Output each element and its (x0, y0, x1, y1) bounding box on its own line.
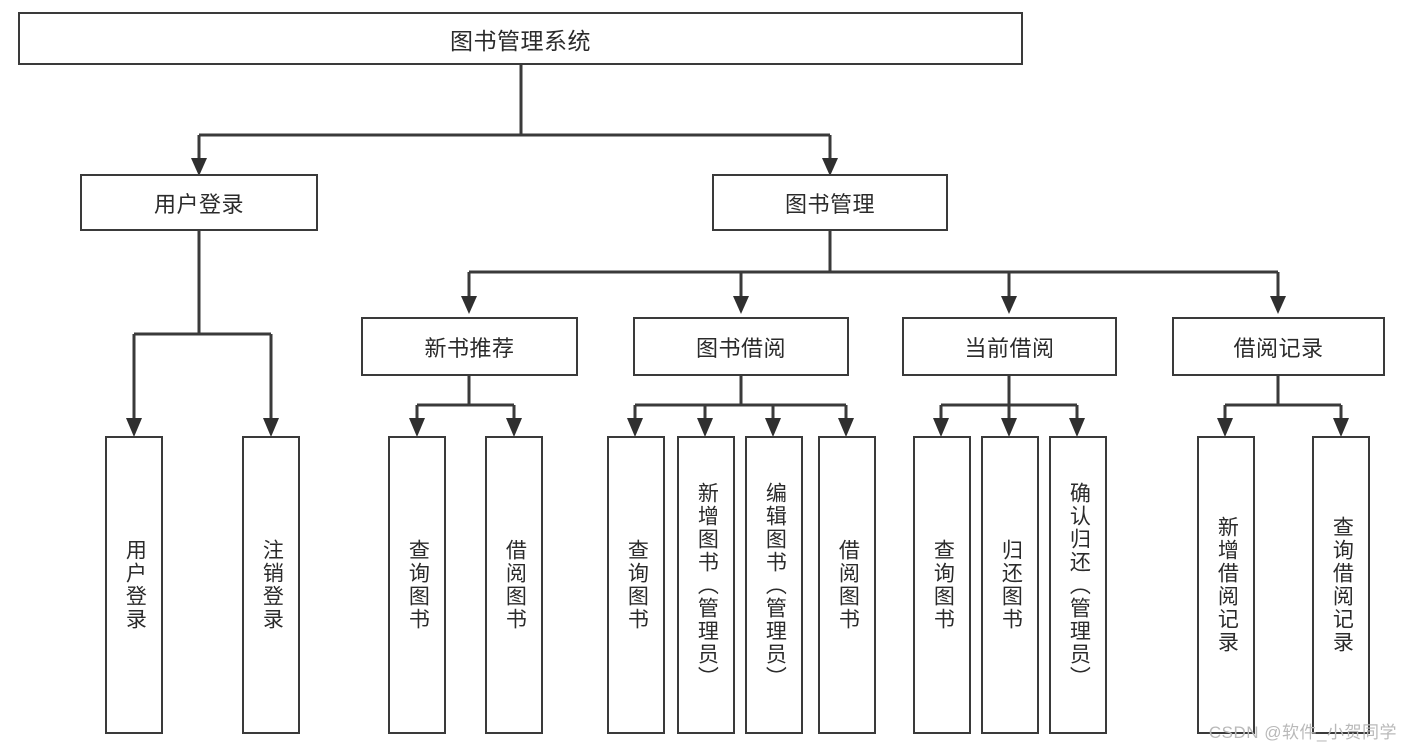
leaf-recommend-borrow-book[interactable]: 借阅图书 (485, 436, 543, 734)
node-label: 新书推荐 (424, 335, 515, 361)
node-book-borrow[interactable]: 图书借阅 (633, 317, 849, 376)
node-label: 图书管理系统 (450, 27, 591, 54)
node-borrow-record[interactable]: 借阅记录 (1172, 317, 1385, 376)
node-label: 用户登录 (123, 539, 147, 631)
node-label: 查询图书 (406, 539, 430, 631)
leaf-current-query-book[interactable]: 查询图书 (913, 436, 971, 734)
node-label: 用户登录 (153, 191, 244, 217)
node-label: 图书管理 (784, 191, 875, 217)
leaf-borrow-edit-book-admin[interactable]: 编辑图书（管理员） (745, 436, 803, 734)
node-label: 编辑图书（管理员） (763, 481, 787, 689)
node-label: 归还图书 (999, 539, 1023, 631)
leaf-current-confirm-return-admin[interactable]: 确认归还（管理员） (1049, 436, 1107, 734)
leaf-borrow-add-book-admin[interactable]: 新增图书（管理员） (677, 436, 735, 734)
node-user-login[interactable]: 用户登录 (80, 174, 318, 231)
watermark: CSDN @软件_小贺同学 (1208, 723, 1397, 742)
leaf-current-return-book[interactable]: 归还图书 (981, 436, 1039, 734)
node-new-book-recommendation[interactable]: 新书推荐 (361, 317, 578, 376)
node-label: 查询图书 (625, 539, 649, 631)
leaf-user-login[interactable]: 用户登录 (105, 436, 163, 734)
leaf-borrow-borrow-book[interactable]: 借阅图书 (818, 436, 876, 734)
node-label: 借阅记录 (1233, 335, 1324, 361)
node-label: 图书借阅 (695, 335, 786, 361)
node-book-manage[interactable]: 图书管理 (712, 174, 948, 231)
node-label: 注销登录 (260, 539, 284, 631)
node-label: 借阅图书 (836, 539, 860, 631)
node-label: 新增借阅记录 (1215, 516, 1239, 654)
node-label: 当前借阅 (964, 335, 1055, 361)
leaf-record-add-borrow-record[interactable]: 新增借阅记录 (1197, 436, 1255, 734)
leaf-borrow-query-book[interactable]: 查询图书 (607, 436, 665, 734)
leaf-record-query-borrow-record[interactable]: 查询借阅记录 (1312, 436, 1370, 734)
node-current-borrow[interactable]: 当前借阅 (902, 317, 1117, 376)
leaf-user-logout[interactable]: 注销登录 (242, 436, 300, 734)
node-label: 确认归还（管理员） (1067, 481, 1091, 689)
node-label: 查询借阅记录 (1330, 516, 1354, 654)
node-label: 借阅图书 (503, 539, 527, 631)
node-root-book-management-system[interactable]: 图书管理系统 (18, 12, 1023, 65)
node-label: 查询图书 (931, 539, 955, 631)
node-label: 新增图书（管理员） (695, 481, 719, 689)
leaf-recommend-query-book[interactable]: 查询图书 (388, 436, 446, 734)
